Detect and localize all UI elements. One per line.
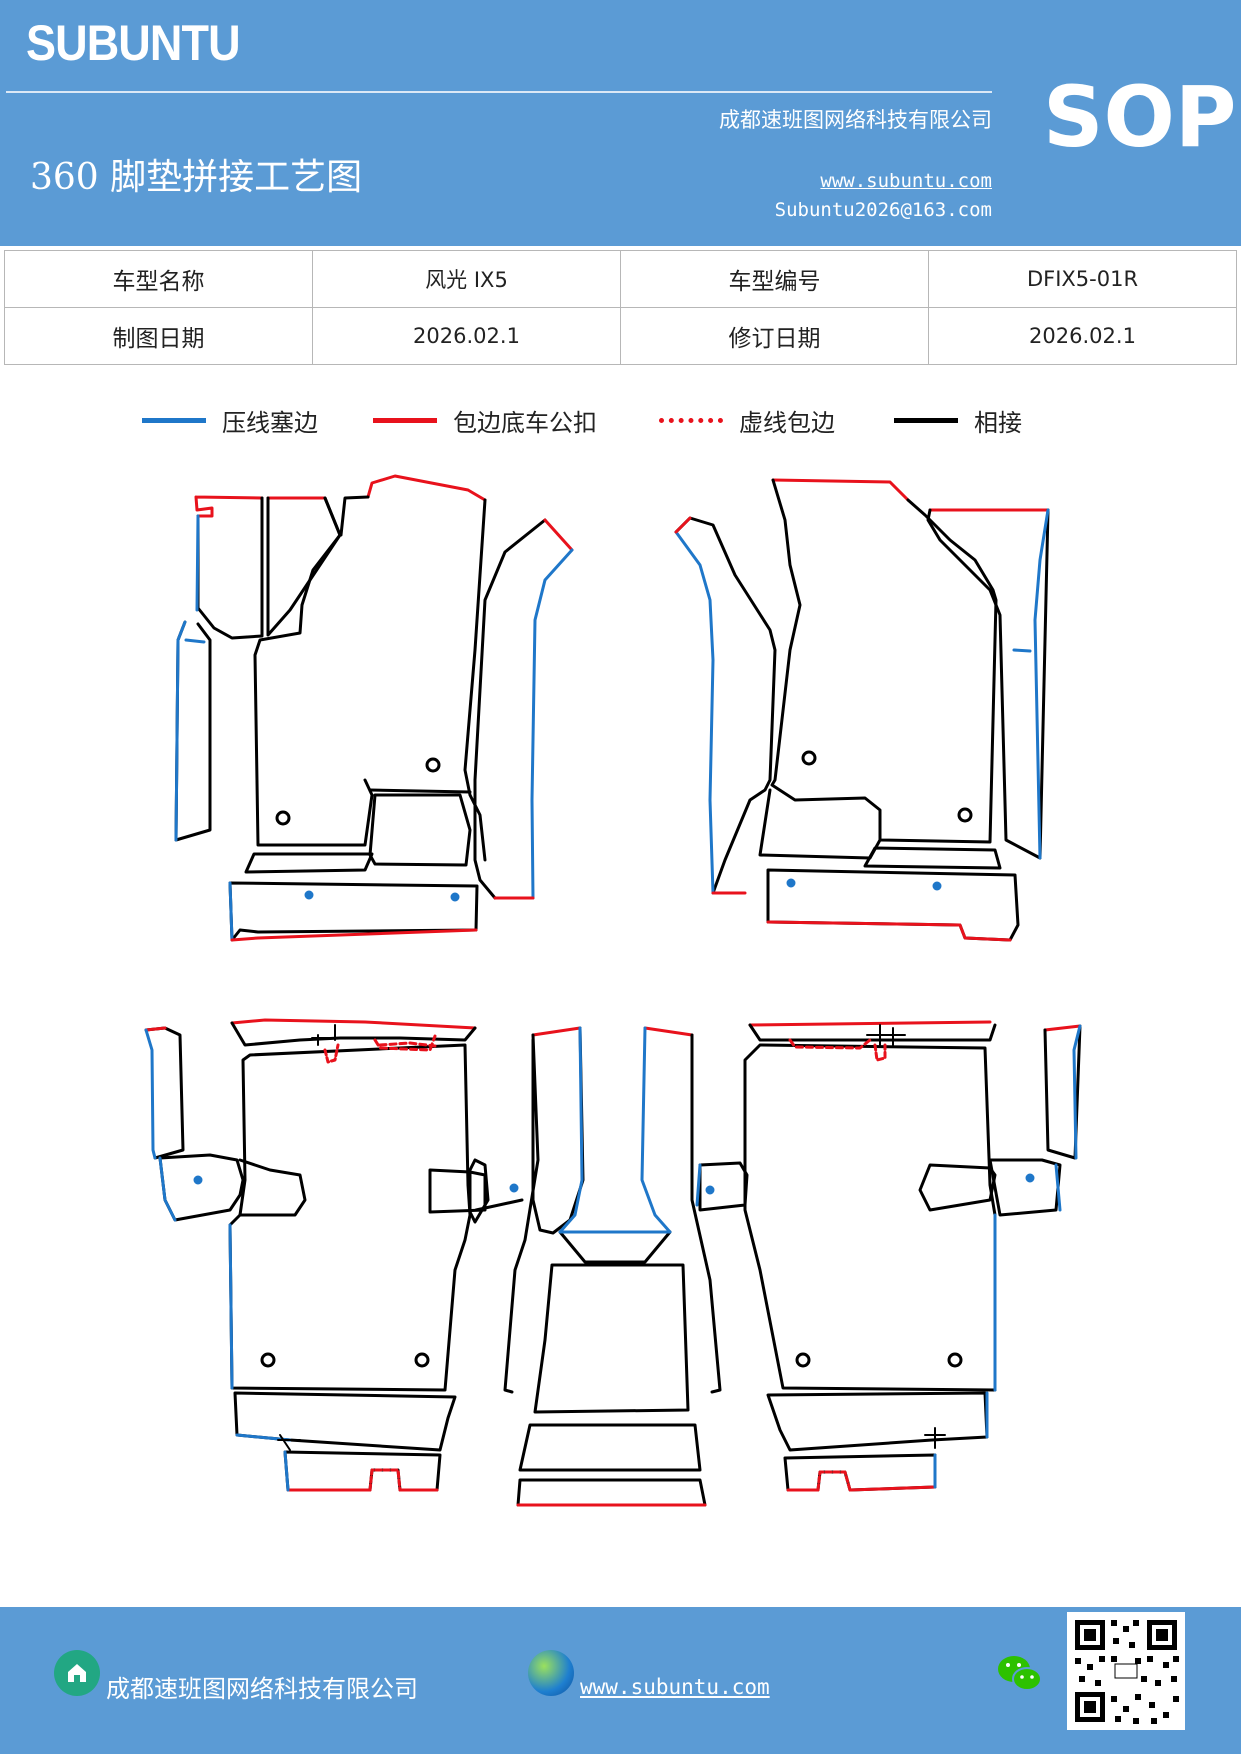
home-icon-glyph [68, 1664, 86, 1682]
email-address: Subuntu2026@163.com [774, 199, 992, 221]
home-icon [54, 1650, 100, 1696]
header-divider [6, 91, 992, 93]
model-code-label: 车型编号 [620, 250, 929, 308]
legend-black-line [894, 417, 958, 423]
model-name-label: 车型名称 [4, 250, 313, 308]
footer-website-link[interactable]: www.subuntu.com [580, 1675, 770, 1699]
legend-label: 相接 [974, 408, 1022, 437]
legend-item: 压线塞边 [142, 400, 318, 440]
rear-right-mat [695, 1020, 1082, 1492]
legend: 压线塞边 包边底车公扣 虚线包边 相接 [0, 400, 1241, 440]
draw-date-label: 制图日期 [4, 307, 313, 365]
legend-item: 包边底车公扣 [373, 400, 597, 440]
floor-mat-diagram [144, 474, 1082, 1507]
globe-icon [528, 1650, 574, 1696]
qr-code[interactable] [1067, 1612, 1185, 1730]
model-code-value: DFIX5-01R [928, 250, 1237, 308]
legend-item: 虚线包边 [659, 400, 835, 440]
legend-label: 包边底车公扣 [453, 408, 597, 437]
footer-company: 成都速班图网络科技有限公司 [106, 1675, 418, 1703]
page-title: 360 脚垫拼接工艺图 [30, 157, 363, 198]
table-row: 制图日期 2026.02.1 修订日期 2026.02.1 [4, 307, 1237, 365]
sop-label: SOP [1043, 68, 1237, 166]
qr-code-pattern [1075, 1620, 1179, 1724]
info-table: 车型名称 风光 IX5 车型编号 DFIX5-01R 制图日期 2026.02.… [4, 250, 1237, 365]
brand-logo: SUBUNTU [26, 15, 241, 71]
header-banner [0, 0, 1241, 246]
legend-red-line [373, 417, 437, 423]
wechat-icon-glyph [998, 1656, 1042, 1691]
legend-red-dashed-line [659, 417, 723, 423]
rear-left-mat [144, 1018, 477, 1492]
front-left-mat [174, 474, 574, 942]
front-right-mat [674, 478, 1050, 942]
legend-blue-line [142, 417, 206, 423]
company-name: 成都速班图网络科技有限公司 [719, 108, 992, 132]
revise-date-label: 修订日期 [620, 307, 929, 365]
revise-date-value: 2026.02.1 [928, 307, 1237, 365]
legend-label: 压线塞边 [222, 408, 318, 437]
legend-label: 虚线包边 [739, 408, 835, 437]
wechat-icon [996, 1652, 1044, 1700]
website-link[interactable]: www.subuntu.com [820, 170, 992, 192]
table-row: 车型名称 风光 IX5 车型编号 DFIX5-01R [4, 250, 1237, 308]
model-name-value: 风光 IX5 [312, 250, 621, 308]
legend-item: 相接 [894, 400, 1022, 440]
rear-center-mat [428, 1026, 722, 1507]
draw-date-value: 2026.02.1 [312, 307, 621, 365]
